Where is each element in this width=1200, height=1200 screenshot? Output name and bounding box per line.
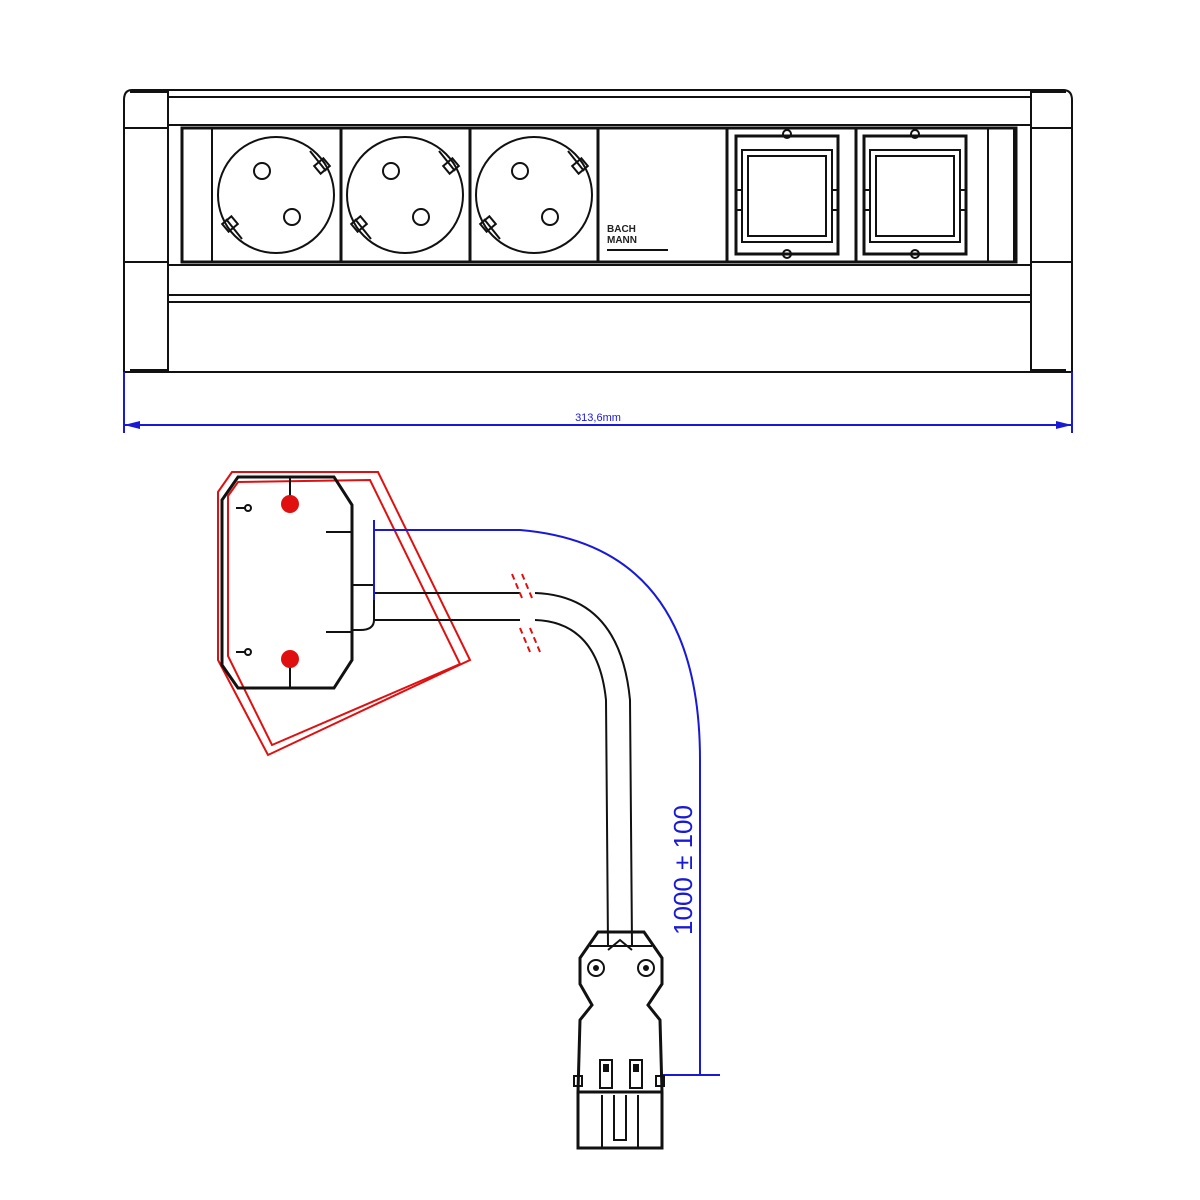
brand-logo-line1: BACH [607,224,636,235]
plug-cable-entry [607,938,633,951]
socket-pin-hole [253,162,271,180]
plug-latch-left [587,959,605,977]
data-module-2 [862,129,968,259]
power-strip-front-view: BACH MANN 313,6mm [123,89,1073,433]
dimension-extension-lines [123,372,1073,433]
plug-side-tab [573,1075,583,1087]
cable-length-dimension: 1000 ± 100 [373,520,720,1076]
connector-ribs [326,531,352,633]
right-end-cap [1030,91,1066,371]
schuko-socket-3 [475,136,593,254]
data-module-1 [734,129,840,259]
cable-length-label: 1000 ± 100 [668,805,698,935]
schuko-socket-2 [346,136,464,254]
plug-latch-right-center [643,965,649,971]
plug-contact-housing [576,1092,664,1150]
bracket-outline-inner [227,478,462,747]
frame-inner-edges [211,128,1015,262]
cable-assembly-view: 1000 ± 100 [217,471,720,1150]
output-plug [573,930,665,1150]
right-cap-divider [1031,127,1072,263]
module-separators [339,128,858,262]
data-module-screw [782,129,792,139]
socket-notch [354,150,456,240]
plug-side-tab [655,1075,665,1087]
top-rail [168,96,1031,126]
left-cap-divider [124,127,168,263]
width-dimension: 313,6mm [123,372,1073,433]
bracket-highlight-outline [217,471,472,757]
connector-housing-outline [220,475,354,690]
connector-contact-bottom [281,650,299,668]
input-connector-housing [220,475,375,690]
data-module-screw [782,249,792,259]
data-module-latches [736,189,838,211]
connector-clip-hole [244,504,252,512]
brand-logo-line2: MANN [607,235,637,246]
data-module-frame [862,134,968,256]
plug-latch-right [637,959,655,977]
blank-plate: BACH MANN [607,224,668,251]
socket-face [217,136,335,254]
dimension-arc-line [374,529,701,1075]
connector-clip-hole [244,648,252,656]
data-module-screw [910,129,920,139]
cable-inner-edge [534,619,609,946]
plug-terminal [629,1059,643,1089]
socket-pin-hole [541,208,559,226]
socket-pin-hole [283,208,301,226]
cable-break-marks [511,573,541,653]
plug-latch-left-center [593,965,599,971]
connector-clips [236,507,246,653]
socket-pin-hole [412,208,430,226]
socket-face [475,136,593,254]
data-module-insert [741,149,833,243]
dimension-arrow-right [1056,421,1072,429]
dimension-arrow-left [124,421,140,429]
plug-terminal-screw [603,1064,609,1072]
socket-notch [225,150,327,240]
data-module-screw [910,249,920,259]
socket-pin-hole [382,162,400,180]
plug-body-outline [576,930,664,1094]
data-module-frame [734,134,840,256]
cable-outer-edge [534,592,633,946]
data-module-latches [864,189,966,211]
data-module-opening [747,155,827,237]
data-module-opening [875,155,955,237]
cable-strain-relief [352,584,375,631]
plug-terminal-screw [633,1064,639,1072]
socket-face [346,136,464,254]
socket-pin-hole [511,162,529,180]
plug-terminal [599,1059,613,1089]
bracket-outline-outer [217,471,472,757]
width-dimension-label: 313,6mm [575,412,621,424]
plug-contact-slots [601,1095,639,1148]
data-module-insert [869,149,961,243]
left-end-cap [130,91,169,371]
schuko-socket-1 [217,136,335,254]
bottom-rail [168,264,1031,303]
connector-contact-top [281,495,299,513]
socket-notch [483,150,585,240]
cable [374,573,633,946]
